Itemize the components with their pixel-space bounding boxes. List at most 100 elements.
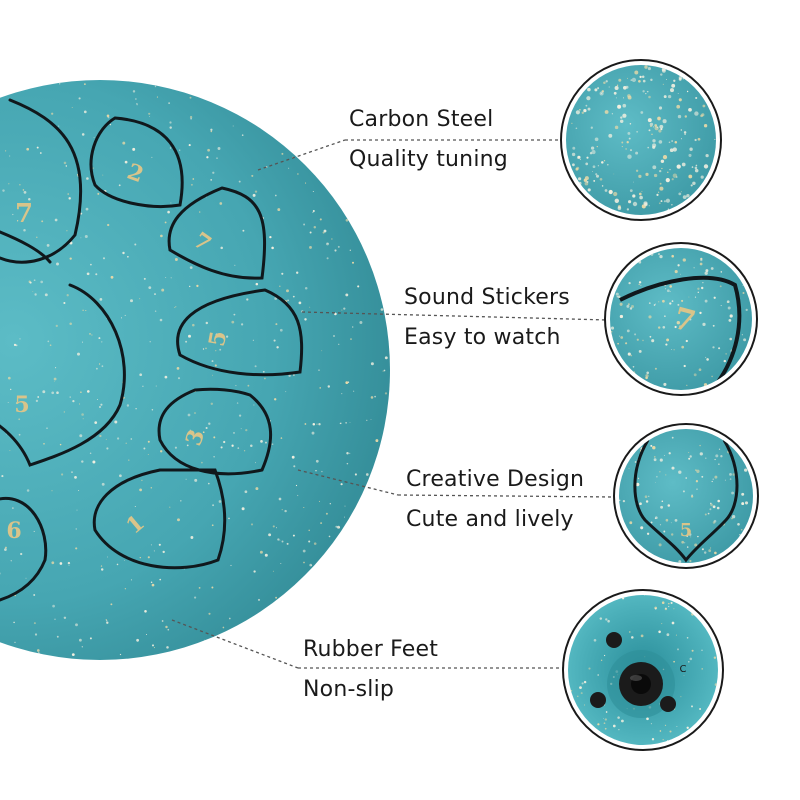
speckle [659,471,661,473]
speckle [632,365,635,368]
speckle [657,116,661,121]
speckle [208,422,211,425]
speckle [346,462,349,465]
speckle [590,126,593,129]
speckle [703,164,709,169]
speckle [686,194,690,198]
speckle [659,169,662,173]
speckle [671,83,676,88]
speckle [644,202,648,207]
speckle [86,272,90,276]
speckle [241,134,244,136]
speckle [630,304,635,309]
speckle [185,340,188,343]
speckle [215,333,219,337]
speckle [68,197,71,200]
speckle [652,126,654,128]
speckle [18,433,21,436]
speckle [651,133,653,136]
speckle [25,577,27,579]
speckle [671,204,673,206]
speckle [701,475,704,478]
speckle [639,75,642,79]
speckle [359,321,363,324]
speckle [663,454,665,456]
speckle [676,104,681,109]
speckle [719,285,722,288]
speckle [281,272,284,275]
speckle [686,546,689,548]
speckle [671,140,673,142]
speckle [85,309,87,312]
speckle [662,325,666,329]
speckle [350,338,352,341]
speckle [240,428,242,430]
speckle [313,542,317,545]
speckle [313,225,317,229]
speckle [169,506,171,508]
speckle [634,461,637,463]
speckle [692,181,696,186]
speckle [675,634,677,636]
speckle [318,500,321,502]
speckle [665,78,668,81]
speckle [281,509,283,511]
speckle [167,210,170,214]
speckle [170,202,172,204]
speckle [51,561,55,565]
speckle [49,344,52,346]
speckle [663,382,667,386]
speckle [654,367,657,370]
rubber-foot-small [660,696,676,712]
speckle [705,153,709,158]
speckle [593,179,596,182]
speckle [281,152,284,155]
speckle [139,298,141,300]
speckle [661,623,663,625]
speckle [740,529,743,531]
speckle [78,97,81,100]
speckle [95,273,98,276]
speckle [240,323,244,326]
speckle [286,289,289,293]
speckle [218,500,222,503]
speckle [167,628,170,631]
speckle [627,352,631,356]
speckle [661,601,665,604]
speckle [739,534,741,536]
speckle [695,164,698,167]
speckle [370,396,374,399]
speckle [665,518,669,522]
speckle [33,622,36,625]
speckle [689,147,693,151]
speckle [694,296,697,298]
speckle [196,284,199,288]
speckle [596,145,598,148]
speckle [275,323,278,326]
speckle [678,325,682,328]
speckle [156,96,158,98]
speckle [724,479,726,481]
speckle [664,288,667,290]
speckle [15,344,18,347]
speckle [124,588,127,590]
speckle [662,83,665,86]
speckle [244,490,248,494]
tongue-outline [92,468,227,570]
speckle [132,147,136,151]
speckle [36,236,38,239]
speckle [187,413,191,417]
speckle [650,125,652,128]
speckle [625,342,628,345]
speckle [709,547,712,549]
speckle [124,559,126,561]
speckle [89,637,92,640]
speckle [635,482,640,487]
speckle [577,155,581,159]
speckle [164,221,167,224]
speckle [4,546,7,549]
speckle [648,315,652,319]
speckle [723,359,727,363]
speckle [194,596,197,599]
speckle [174,446,177,449]
